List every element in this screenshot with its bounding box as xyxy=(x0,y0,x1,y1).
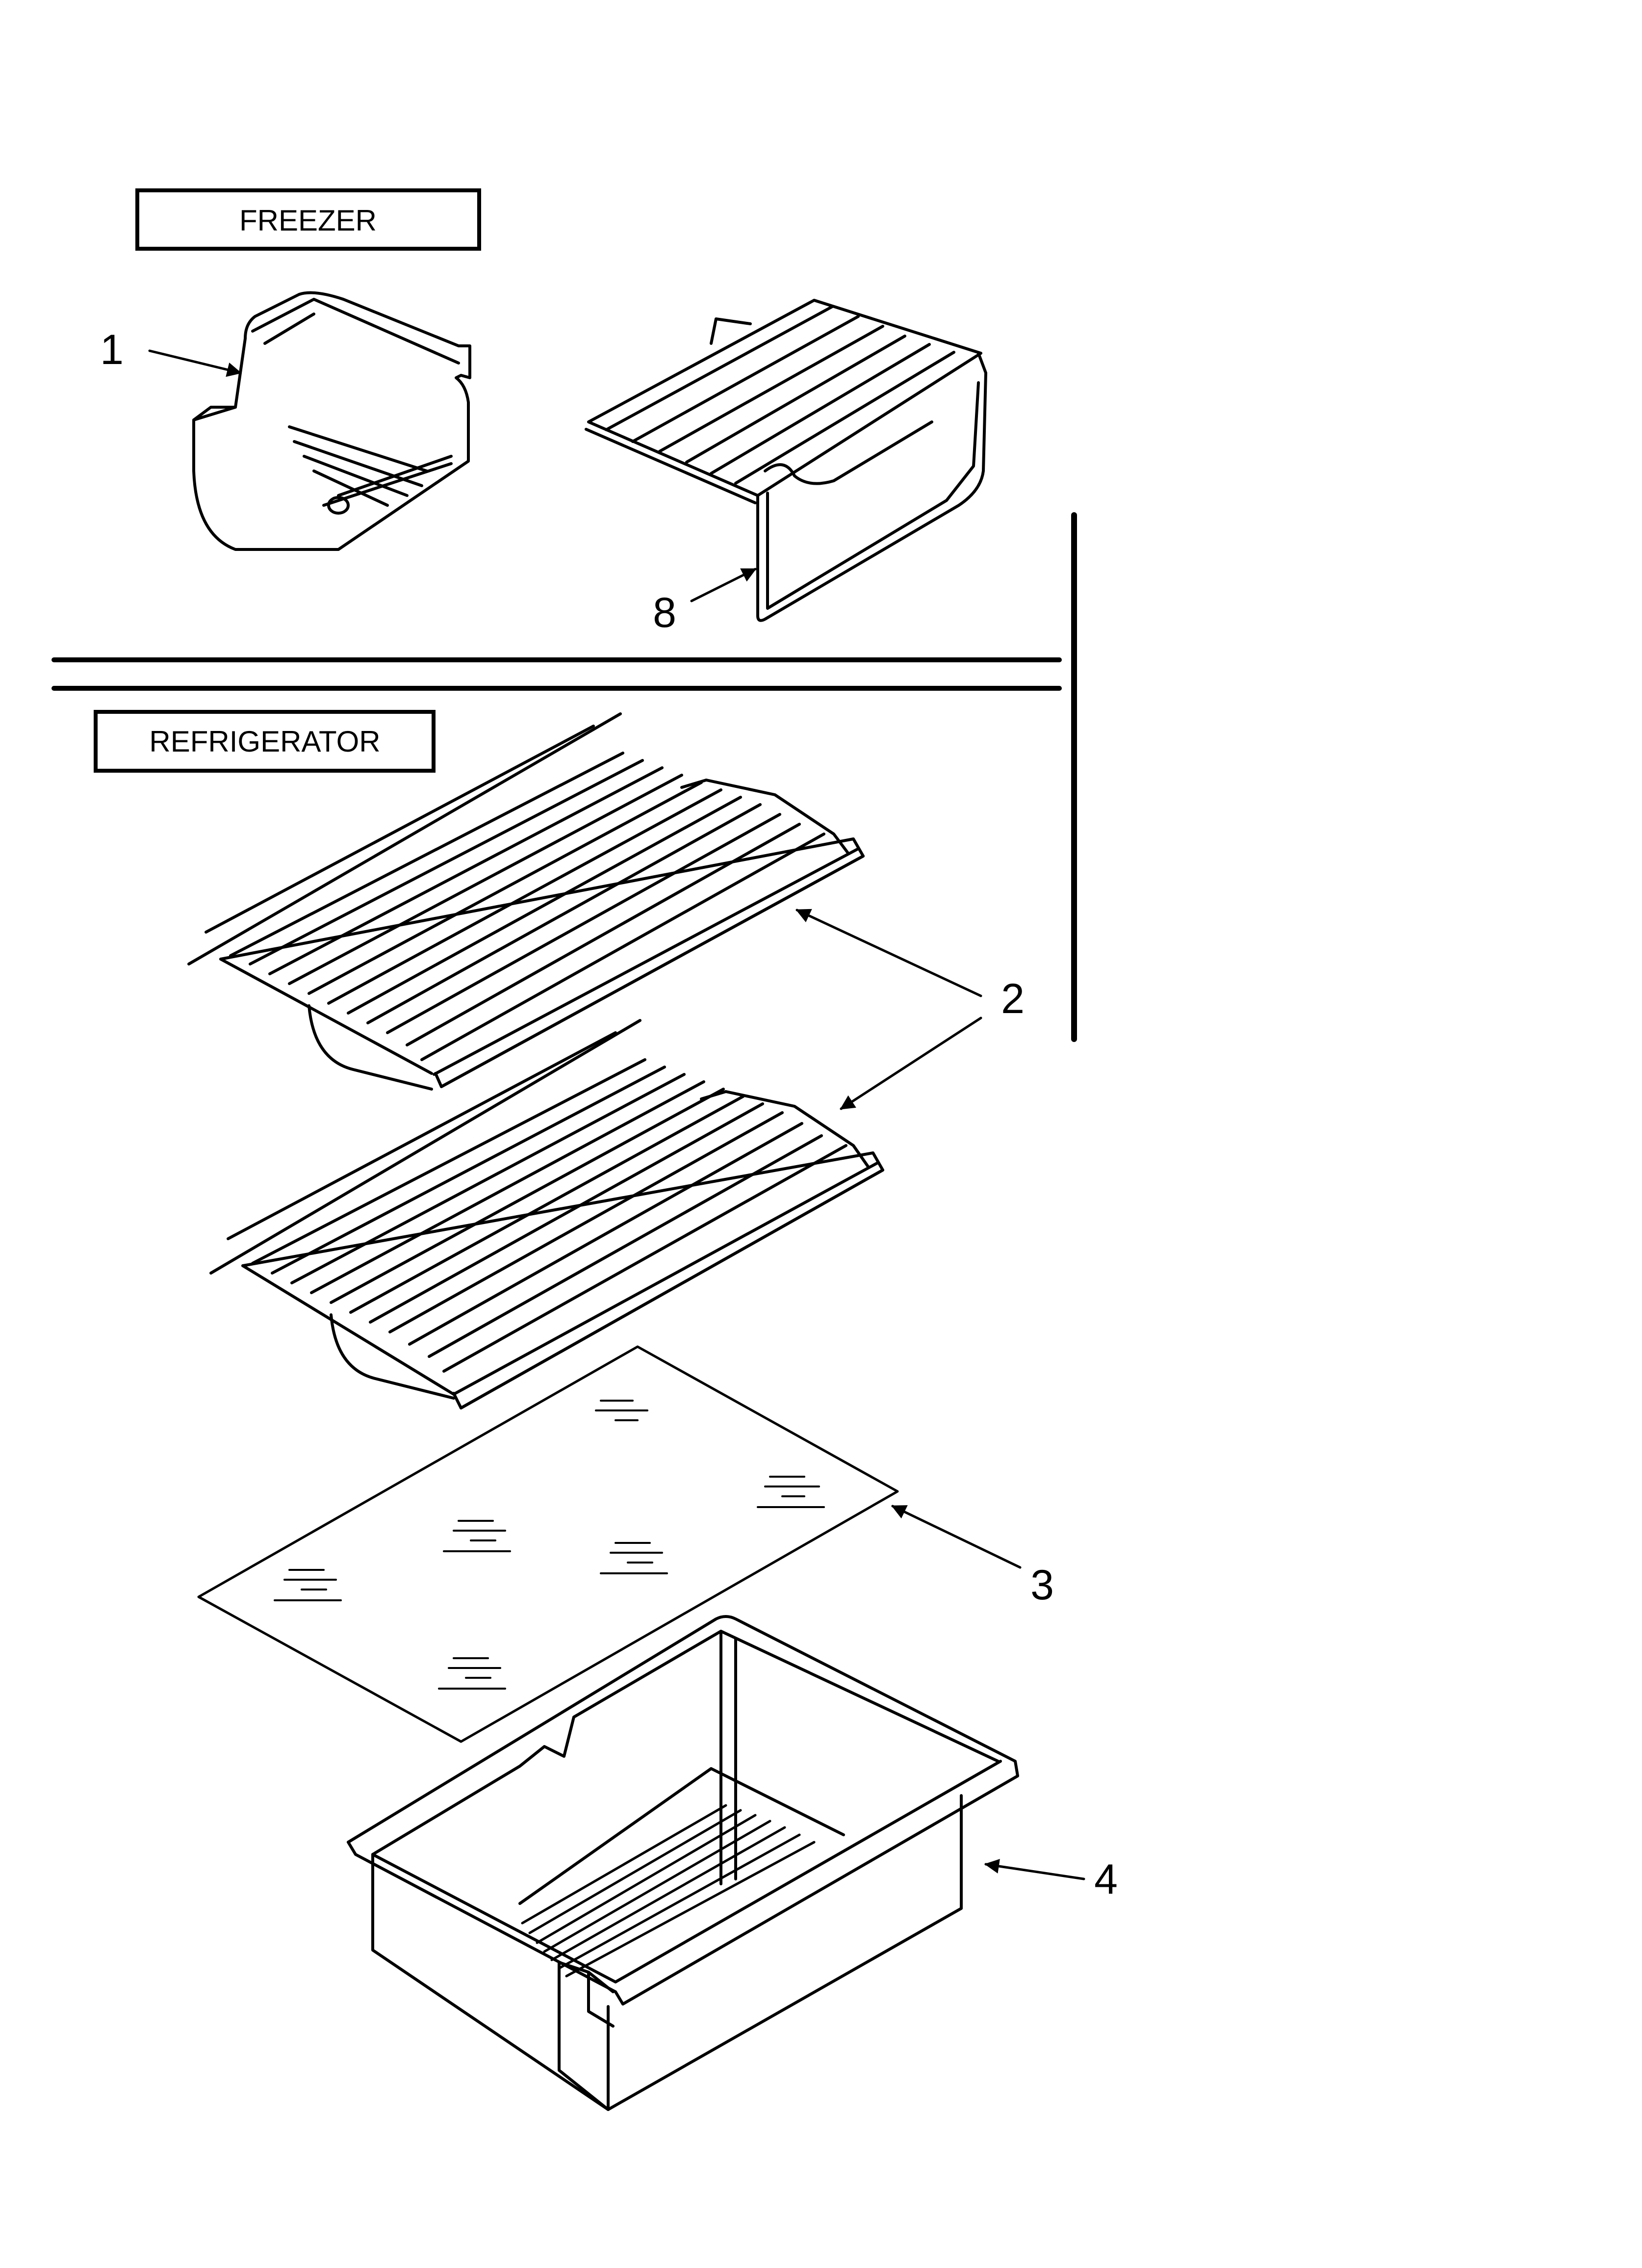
svg-text:FREEZER: FREEZER xyxy=(239,204,377,237)
svg-text:1: 1 xyxy=(100,326,124,373)
callout-4: 4 xyxy=(984,1856,1118,1903)
wire-shelf-part xyxy=(585,299,987,622)
refrigerator-shelf-lower xyxy=(209,1019,884,1409)
shelf-rods-lower xyxy=(251,1058,847,1373)
callout-3: 3 xyxy=(891,1505,1054,1609)
crisper-drawer-part xyxy=(347,1615,1019,2111)
refrigerator-section-label: REFRIGERATOR xyxy=(94,710,436,773)
section-dividers xyxy=(51,512,1077,1042)
shelf-rods-upper xyxy=(229,752,825,1061)
callout-2: 2 xyxy=(795,909,1025,1110)
svg-text:2: 2 xyxy=(1001,975,1025,1022)
drawer-ribs xyxy=(521,1804,816,1978)
callout-1: 1 xyxy=(100,326,242,377)
freezer-section-label: FREEZER xyxy=(135,188,481,251)
refrigerator-shelf-upper xyxy=(187,712,865,1091)
svg-text:4: 4 xyxy=(1094,1856,1118,1903)
callout-8: 8 xyxy=(653,568,757,636)
ice-bin-part xyxy=(192,291,471,551)
svg-text:8: 8 xyxy=(653,589,676,636)
svg-text:3: 3 xyxy=(1030,1562,1054,1609)
svg-text:REFRIGERATOR: REFRIGERATOR xyxy=(149,725,380,758)
glass-panel-part xyxy=(197,1345,899,1743)
